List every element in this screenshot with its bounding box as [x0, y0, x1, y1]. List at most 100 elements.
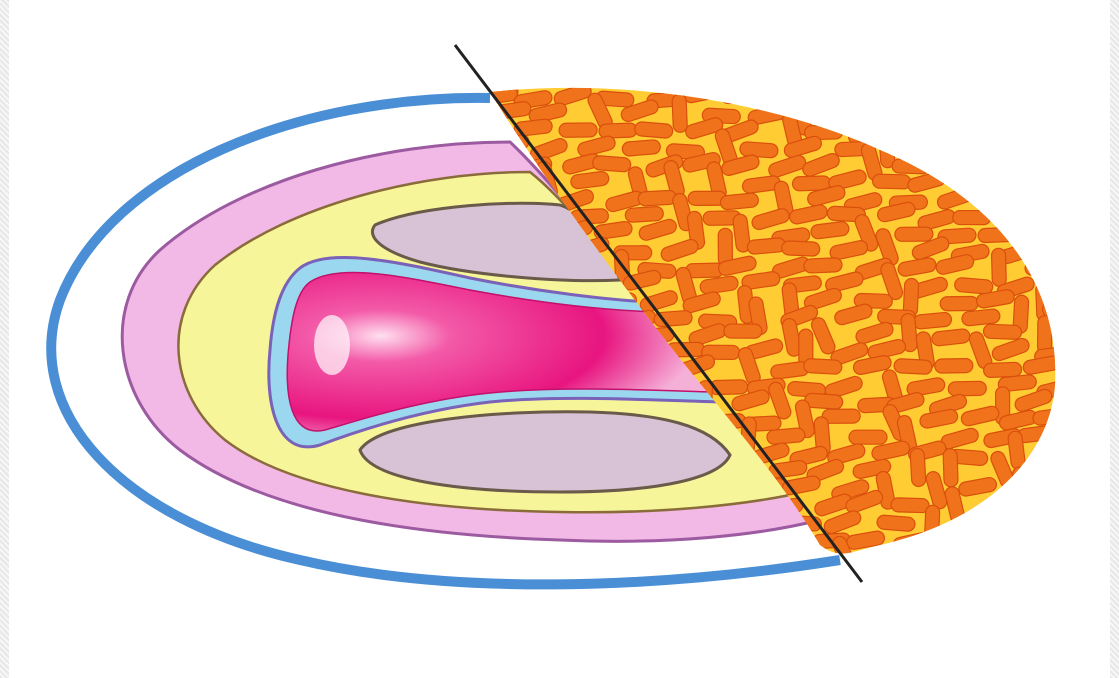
surface-rod: [979, 93, 1017, 107]
surface-rod: [450, 104, 490, 129]
surface-rod: [1027, 175, 1053, 215]
surface-rod: [617, 545, 657, 565]
surface-rod: [918, 138, 958, 160]
surface-rod: [1011, 523, 1051, 549]
surface-rod: [964, 128, 986, 168]
surface-rod: [599, 123, 638, 138]
surface-rod: [1046, 127, 1073, 167]
surface-rod: [983, 362, 1022, 378]
surface-rod: [621, 68, 661, 87]
surface-rod: [766, 427, 805, 444]
surface-rod: [953, 211, 991, 225]
surface-rod: [993, 507, 1033, 531]
surface-rod: [850, 90, 890, 110]
surface-rod: [577, 544, 616, 561]
surface-rod: [1019, 73, 1047, 113]
surface-rod: [908, 71, 948, 94]
surface-rod: [804, 258, 843, 274]
surface-rod: [559, 123, 597, 137]
surface-rod: [747, 237, 786, 254]
surface-rod: [930, 152, 969, 169]
surface-rod: [634, 121, 673, 138]
surface-rod: [622, 139, 661, 156]
surface-rod: [625, 206, 664, 222]
surface-rod: [849, 430, 887, 444]
surface-rod: [683, 82, 723, 103]
surface-rod: [1039, 108, 1078, 124]
surface-rod: [663, 544, 702, 561]
surface-rod: [995, 107, 1035, 128]
surface-rod: [821, 77, 838, 116]
surface-rod: [1011, 151, 1051, 177]
surface-rod: [935, 359, 973, 374]
surface-rod: [1043, 209, 1082, 227]
surface-rod: [910, 448, 926, 487]
surface-rod: [972, 188, 1010, 203]
surface-rod: [474, 128, 512, 142]
surface-rod: [1012, 467, 1027, 505]
surface-rod: [699, 546, 739, 567]
surface-rod: [983, 324, 1022, 340]
surface-rod: [892, 159, 930, 174]
surface-rod: [834, 93, 853, 132]
surface-rod: [982, 159, 1021, 175]
surface-rod: [943, 449, 958, 487]
surface-rod: [976, 120, 1016, 139]
surface-rod: [978, 227, 1017, 243]
surface-rod: [743, 69, 783, 92]
surface-rod: [959, 176, 997, 191]
surface-rod: [1046, 160, 1067, 200]
surface-rod: [1017, 228, 1056, 244]
surface-rod: [990, 169, 1030, 195]
surface-rod: [1024, 460, 1064, 481]
surface-rod: [841, 59, 856, 97]
surface-rod: [880, 59, 896, 98]
surface-rod: [720, 193, 759, 211]
surface-rod: [894, 358, 933, 374]
surface-rod: [1039, 478, 1078, 495]
surface-rod: [656, 68, 695, 85]
surface-rod: [998, 207, 1036, 222]
core-highlight: [314, 315, 350, 375]
surface-rod: [870, 105, 909, 121]
surface-rod: [947, 542, 987, 565]
surface-rod: [991, 248, 1006, 286]
surface-rod: [897, 118, 937, 139]
lateral-body-lower: [360, 412, 730, 492]
surface-rod: [1040, 443, 1078, 457]
surface-rod: [954, 277, 993, 294]
surface-rod: [957, 106, 996, 122]
surface-rod: [928, 86, 967, 102]
surface-rod: [536, 72, 574, 86]
surface-rod: [672, 94, 688, 133]
surface-rod: [1024, 256, 1064, 276]
surface-rod: [781, 72, 821, 95]
surface-rod: [592, 155, 631, 172]
surface-rod: [1040, 516, 1080, 537]
surface-rod: [1046, 540, 1070, 580]
surface-rod: [983, 531, 1023, 551]
surface-rod: [924, 505, 940, 544]
surface-rod: [872, 174, 910, 189]
surface-rod: [743, 546, 782, 562]
surface-rod: [1053, 266, 1068, 304]
surface-rod: [1001, 141, 1040, 160]
surface-rod: [530, 545, 570, 571]
surface-rod: [739, 141, 778, 158]
surface-rod: [941, 534, 980, 550]
surface-rod: [913, 312, 952, 330]
surface-rod: [956, 71, 995, 88]
surface-rod: [1044, 234, 1084, 260]
surface-rod: [1032, 71, 1071, 88]
surface-rod: [453, 536, 482, 576]
surface-rod: [721, 89, 759, 104]
surface-rod: [496, 546, 536, 569]
surface-rod: [891, 498, 929, 513]
surface-rod: [887, 88, 927, 111]
surface-rod: [946, 111, 972, 151]
surface-rod: [948, 381, 986, 396]
surface-rod: [724, 324, 762, 338]
surface-rod: [991, 65, 1031, 90]
